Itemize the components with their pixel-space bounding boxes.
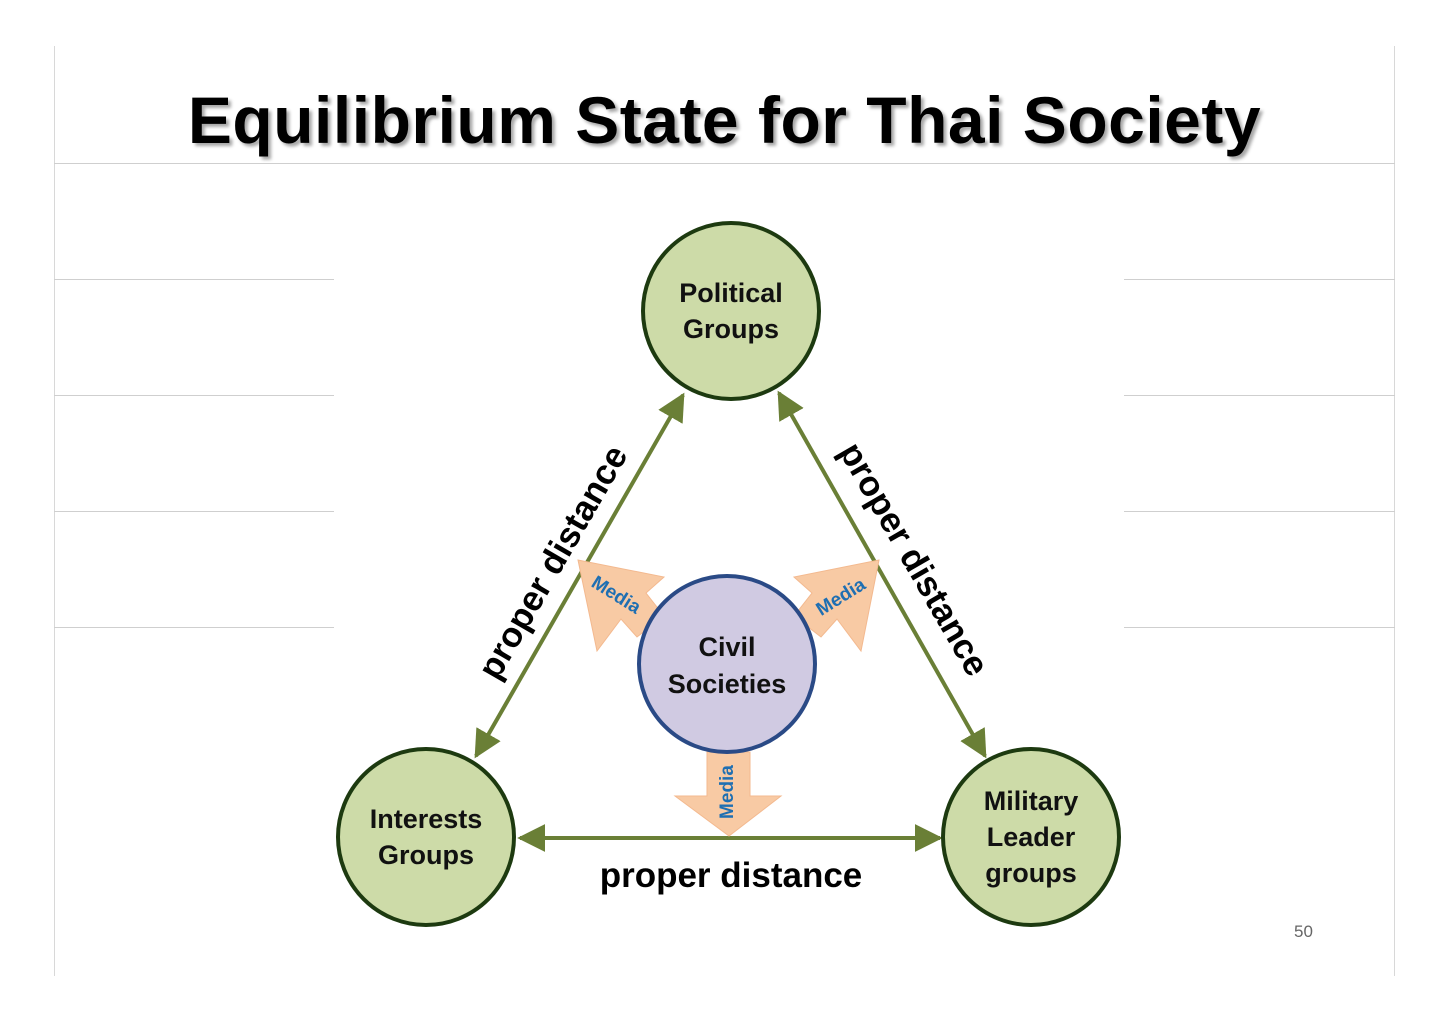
node-label: Leader <box>987 822 1076 852</box>
node-interests-groups: Interests Groups <box>336 747 516 927</box>
divider-line <box>1124 279 1395 280</box>
edge-label-bottom: proper distance <box>600 856 863 895</box>
node-label: Groups <box>683 314 779 344</box>
divider-line <box>54 163 1395 164</box>
divider-line <box>54 395 334 396</box>
node-label: Groups <box>378 840 474 870</box>
page-number: 50 <box>1294 922 1313 941</box>
media-arrow-bottom: Media <box>673 751 783 837</box>
divider-line <box>1124 627 1395 628</box>
connector-left <box>474 392 685 759</box>
node-label: Political <box>679 278 783 308</box>
media-arrow-right: Media <box>792 559 880 653</box>
divider-line <box>54 279 334 280</box>
edge-label-right: proper distance <box>831 436 996 683</box>
divider-line <box>54 627 334 628</box>
divider-line <box>1124 511 1395 512</box>
connector-right <box>777 390 987 759</box>
slide-title: Equilibrium State for Thai Society <box>187 83 1262 157</box>
node-political-groups: Political Groups <box>641 221 821 401</box>
node-label: Interests <box>370 804 483 834</box>
divider-line <box>54 511 334 512</box>
node-military-leader-groups: Military Leader groups <box>941 747 1121 927</box>
media-label-bottom: Media <box>717 765 738 819</box>
node-label: Societies <box>668 669 787 699</box>
node-civil-societies: Civil Societies <box>637 574 817 754</box>
node-label: Civil <box>698 632 755 662</box>
node-label: Military <box>984 786 1079 816</box>
node-label: groups <box>985 858 1077 888</box>
divider-line <box>1124 395 1395 396</box>
media-arrow-left: Media <box>577 559 666 653</box>
edge-label-left: proper distance <box>471 439 636 686</box>
